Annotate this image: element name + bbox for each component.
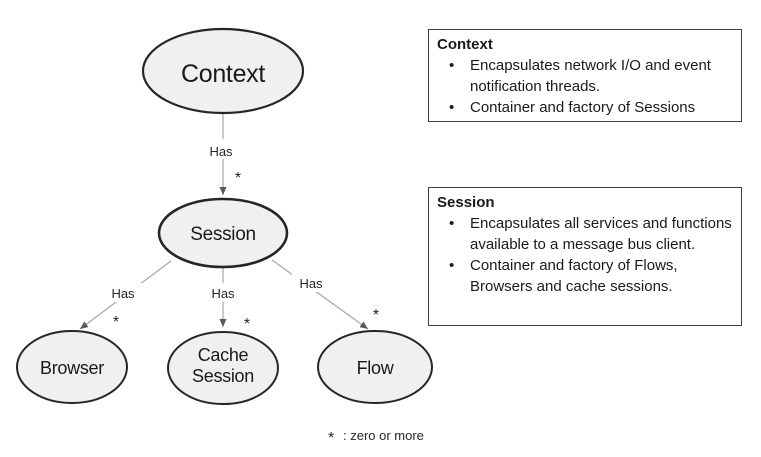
node-context (141, 27, 305, 115)
bullet-icon: • (449, 99, 455, 116)
edge-label-bg (204, 283, 242, 302)
list-item: • Encapsulates network I/O and event not… (437, 55, 733, 97)
multiplicity-star: * (235, 170, 241, 187)
list-item: • Encapsulates all services and function… (437, 213, 733, 255)
node-label-cache-line1: Cache (198, 345, 249, 365)
bullet-icon: • (449, 215, 455, 232)
edge-label-has: Has (209, 144, 233, 159)
bullet-text: Container and factory of Flows, Browsers… (470, 257, 678, 295)
info-box-context: Context • Encapsulates network I/O and e… (428, 29, 742, 122)
edge-label-has: Has (111, 286, 135, 301)
node-flow (317, 330, 433, 404)
node-label-cache-line2: Session (192, 366, 254, 386)
list-item: • Container and factory of Flows, Browse… (437, 255, 733, 297)
legend-star: * (328, 430, 334, 447)
bullet-text: Encapsulates network I/O and event notif… (470, 57, 711, 95)
node-session (157, 197, 289, 269)
info-box-title: Session (437, 194, 495, 211)
edge-label-has: Has (211, 286, 235, 301)
edge-label-bg (104, 283, 142, 302)
multiplicity-star: * (244, 316, 250, 333)
bullet-icon: • (449, 257, 455, 274)
edge-label-bg (292, 273, 330, 292)
legend-text: : zero or more (343, 428, 424, 443)
info-box-session: Session • Encapsulates all services and … (428, 187, 742, 326)
edge-label-bg (204, 139, 240, 159)
multiplicity-star: * (373, 307, 379, 324)
node-cache-session (167, 331, 279, 405)
bullet-text: Encapsulates all services and functions … (470, 215, 732, 253)
node-browser (16, 330, 128, 404)
bullet-text: Container and factory of Sessions (470, 99, 696, 116)
node-label-context: Context (181, 60, 265, 88)
info-box-title: Context (437, 36, 493, 53)
bullet-icon: • (449, 57, 455, 74)
node-label-session: Session (190, 224, 256, 245)
node-label-flow: Flow (357, 358, 395, 378)
list-item: • Container and factory of Sessions (437, 97, 733, 118)
edge-session-flow (271, 259, 369, 330)
multiplicity-star: * (113, 314, 119, 331)
edge-label-has: Has (299, 276, 323, 291)
node-label-browser: Browser (40, 358, 104, 378)
